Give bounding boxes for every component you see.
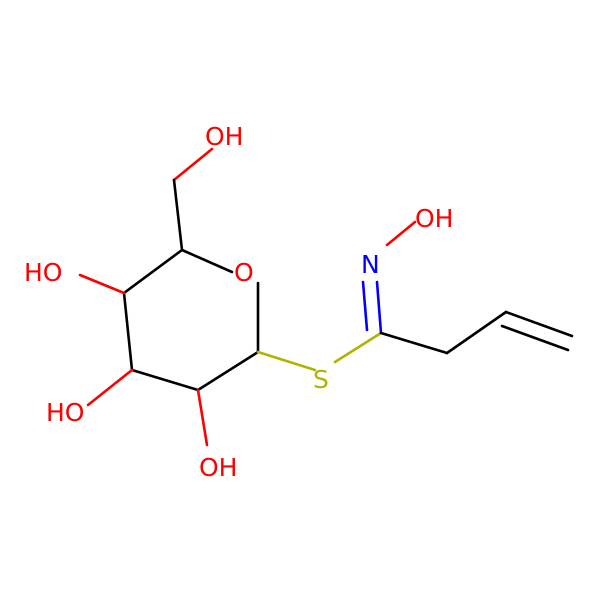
bonds [78,147,574,447]
atom-labels: OH O HO HO OH S N OH [24,122,453,482]
atom-label-sulfur: S [313,365,329,394]
bond-c3-oh [86,368,134,407]
bond-ch2-oh [172,147,214,182]
bond-c-ch2 [379,331,449,355]
bond-ch2-ch [445,310,508,355]
bond-c2-c3 [130,368,200,392]
bond-c1-s [256,350,317,372]
bond-c4-oh [78,273,126,295]
bond-c-n-double [361,280,369,332]
atom-label-ring-oxygen: O [234,258,254,287]
atom-label-nitrogen: N [361,250,380,279]
bond-n-o [385,220,417,247]
atom-label-c2-oh: OH [199,453,237,482]
atom-label-c4-ho: HO [24,258,62,287]
atom-label-c3-ho: HO [46,398,84,427]
bond-c5-ring-o [180,248,234,274]
bond-c5-ch2 [172,178,184,252]
bond-c4-c5 [122,248,184,295]
bond-s-c [333,331,383,364]
bond-c-n [375,280,383,335]
bond-ch-ch2-double [500,324,570,352]
bond-c1-c2 [196,350,260,392]
atom-label-oxime-oh: OH [415,204,453,233]
bond-c2-oh [196,388,209,447]
bond-ch-ch2 [504,310,574,338]
bond-c3-c4 [122,291,134,372]
atom-label-hydroxymethyl-oh: OH [205,122,243,151]
